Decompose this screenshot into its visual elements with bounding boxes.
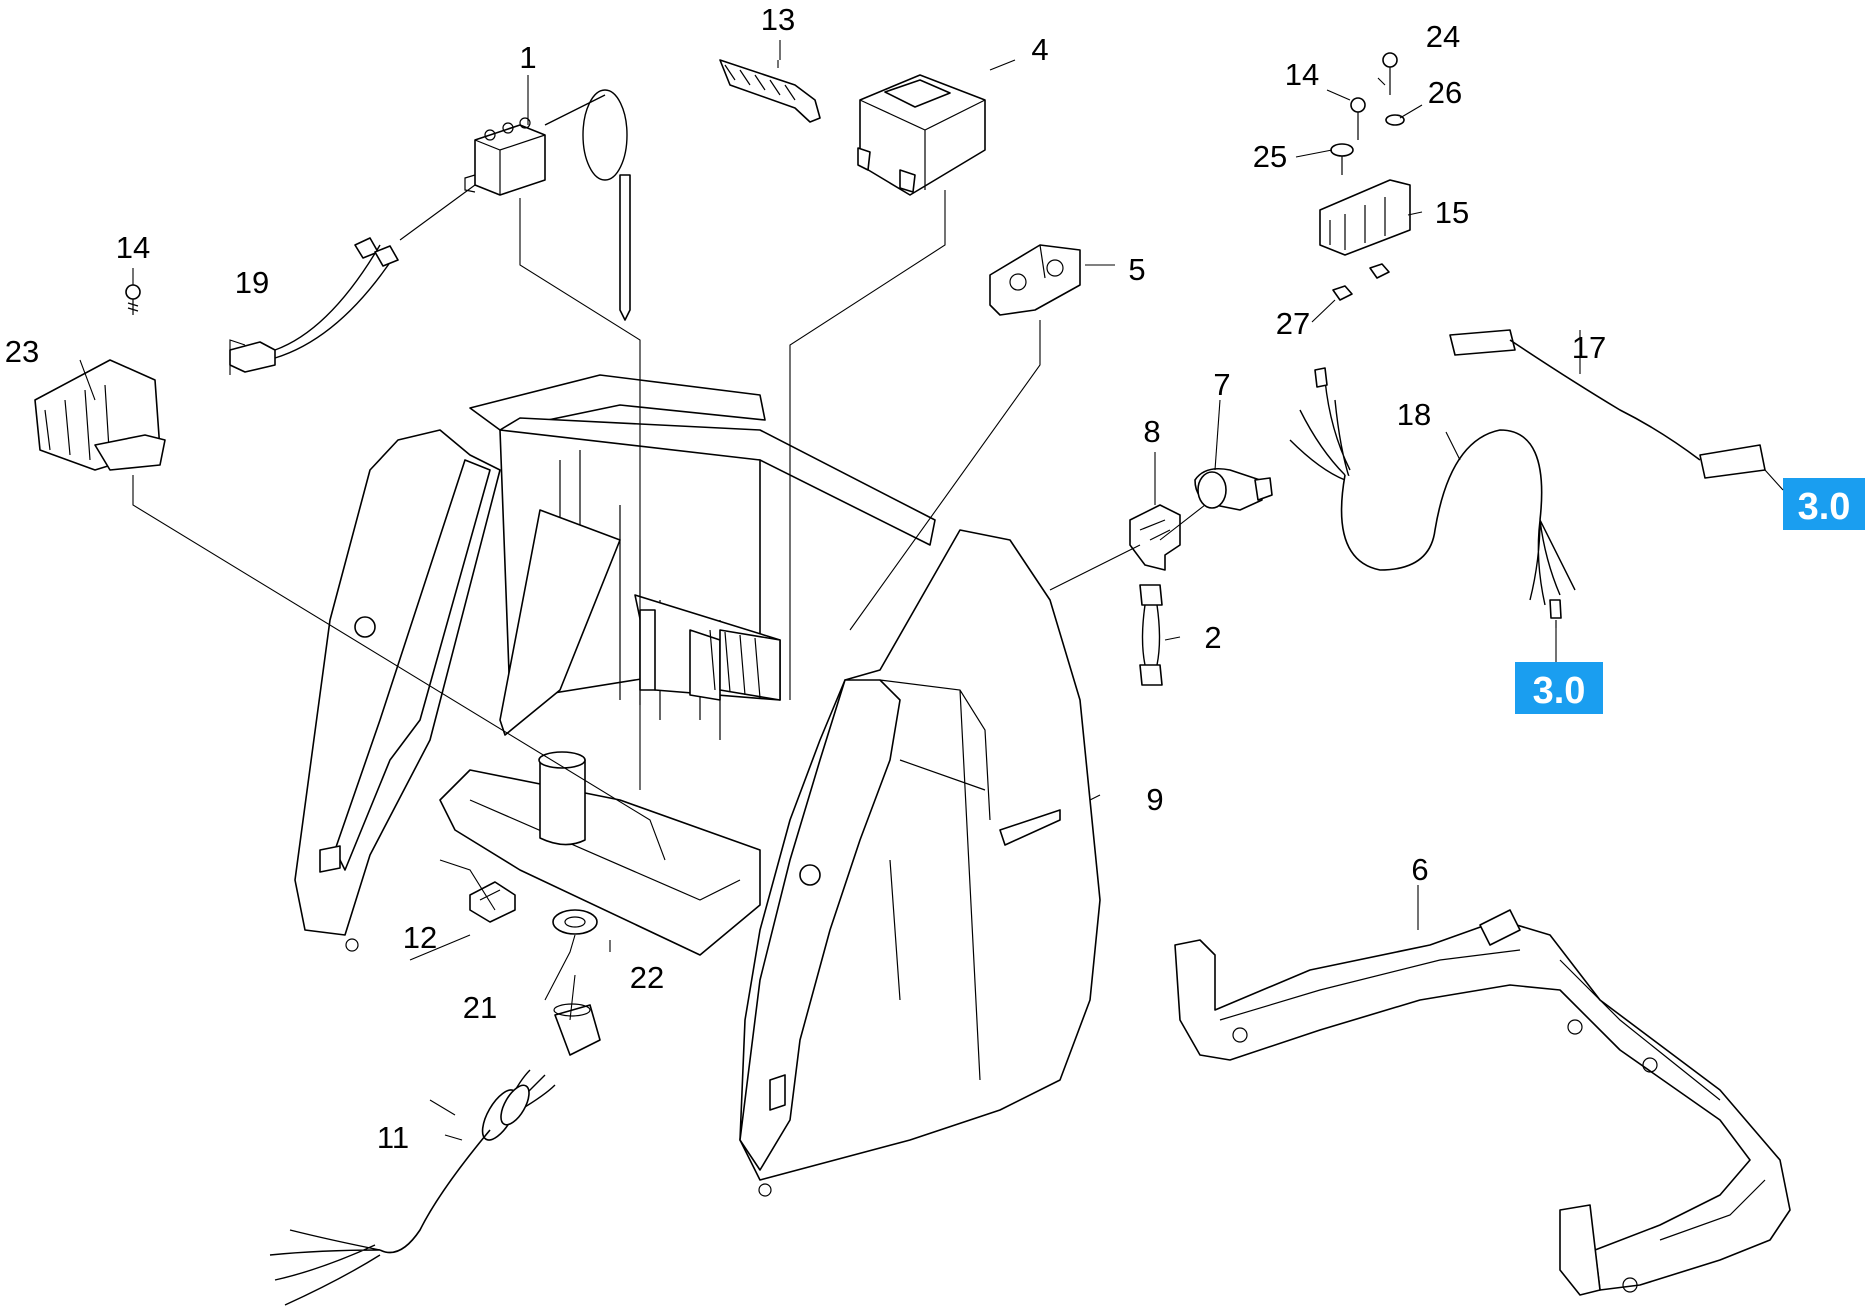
bracket-assembly-part-15 [1319,52,1411,301]
label-4: 4 [1031,32,1048,67]
label-9: 9 [1146,782,1163,817]
terminal-block-part-23 [34,359,166,471]
screw-part-14-left [125,284,141,315]
label-5: 5 [1128,252,1145,287]
callout-labels: 1 13 4 5 19 14 23 14 24 26 25 15 27 7 8 … [5,2,1606,1155]
connector-part-2 [1139,584,1163,686]
ref-17-text: 3.0 [1798,486,1851,528]
label-7: 7 [1213,367,1230,402]
label-13: 13 [761,2,795,37]
grommet-part-22 [552,909,598,935]
label-15: 15 [1435,195,1469,230]
comb-part-13 [719,59,821,123]
leader-lines [132,60,1206,1116]
label-24: 24 [1426,19,1460,54]
label-25: 25 [1253,139,1287,174]
power-cord-part-11 [269,1069,556,1306]
thermostat-part-1 [464,89,631,321]
label-21: 21 [463,990,497,1025]
transformer-part-4 [857,74,986,196]
label-11: 11 [377,1120,409,1155]
strain-relief-part-21 [553,1003,601,1056]
label-23: 23 [5,334,39,369]
label-18: 18 [1397,397,1431,432]
knob-part-7 [1194,467,1273,511]
wire-harness-part-19 [229,184,476,373]
label-6: 6 [1411,852,1428,887]
ref-box-17[interactable]: 3.0 [1783,478,1865,530]
ref-18-text: 3.0 [1533,670,1586,712]
label-1: 1 [519,40,536,75]
label-17: 17 [1572,330,1606,365]
label-ticks [79,40,1581,1141]
label-2: 2 [1204,620,1221,655]
label-22: 22 [630,960,664,995]
cable-part-18 [1289,367,1576,619]
handle-frame-part-6 [1174,909,1791,1296]
bracket-part-5 [989,244,1081,316]
switch-part-8 [1129,504,1181,571]
clip-part-12 [469,881,516,923]
label-14-left: 14 [116,230,150,265]
ref-box-18[interactable]: 3.0 [1515,662,1603,714]
label-8: 8 [1143,414,1160,449]
housing-part-9 [294,374,1101,1197]
label-27: 27 [1276,306,1310,341]
label-12: 12 [403,920,437,955]
label-14-right: 14 [1285,57,1319,92]
label-26: 26 [1428,75,1462,110]
label-19: 19 [235,265,269,300]
